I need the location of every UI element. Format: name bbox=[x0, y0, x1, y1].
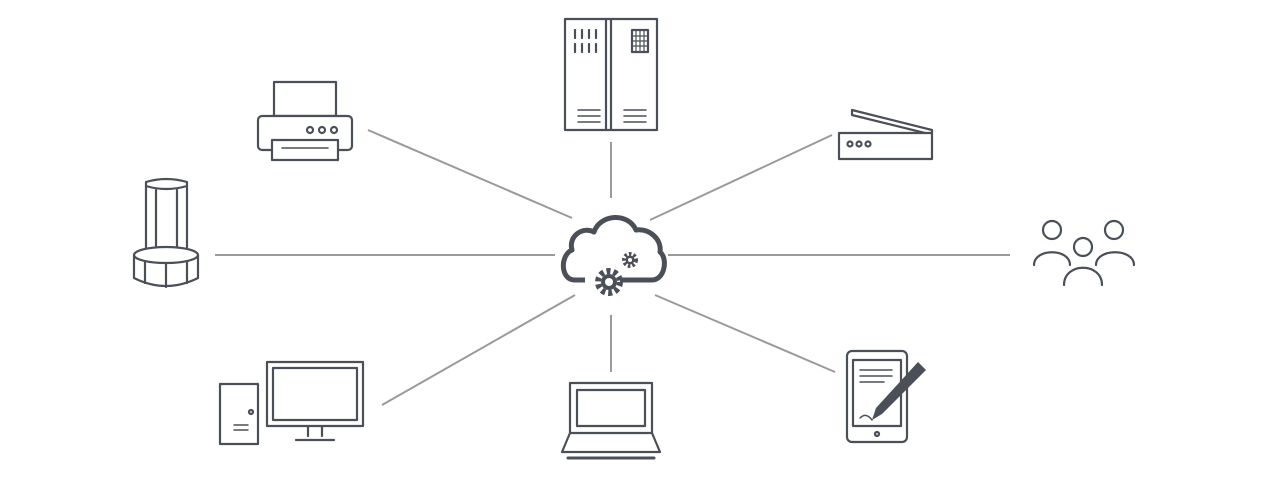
cloud-gear-icon bbox=[560, 215, 667, 296]
server-rack-icon bbox=[563, 17, 659, 132]
storage-cylinder-icon bbox=[132, 177, 200, 289]
connector-desktop bbox=[381, 294, 576, 406]
connector-tablet bbox=[654, 294, 836, 373]
users-group-icon bbox=[1032, 219, 1136, 287]
desktop-computer-icon bbox=[218, 360, 365, 446]
printer-icon bbox=[256, 80, 354, 162]
laptop-icon bbox=[560, 381, 662, 460]
tablet-stylus-icon bbox=[845, 349, 926, 444]
connector-scanner bbox=[649, 134, 833, 221]
scanner-icon bbox=[837, 108, 934, 161]
connector-printer bbox=[367, 129, 573, 219]
connectors bbox=[215, 129, 1010, 406]
